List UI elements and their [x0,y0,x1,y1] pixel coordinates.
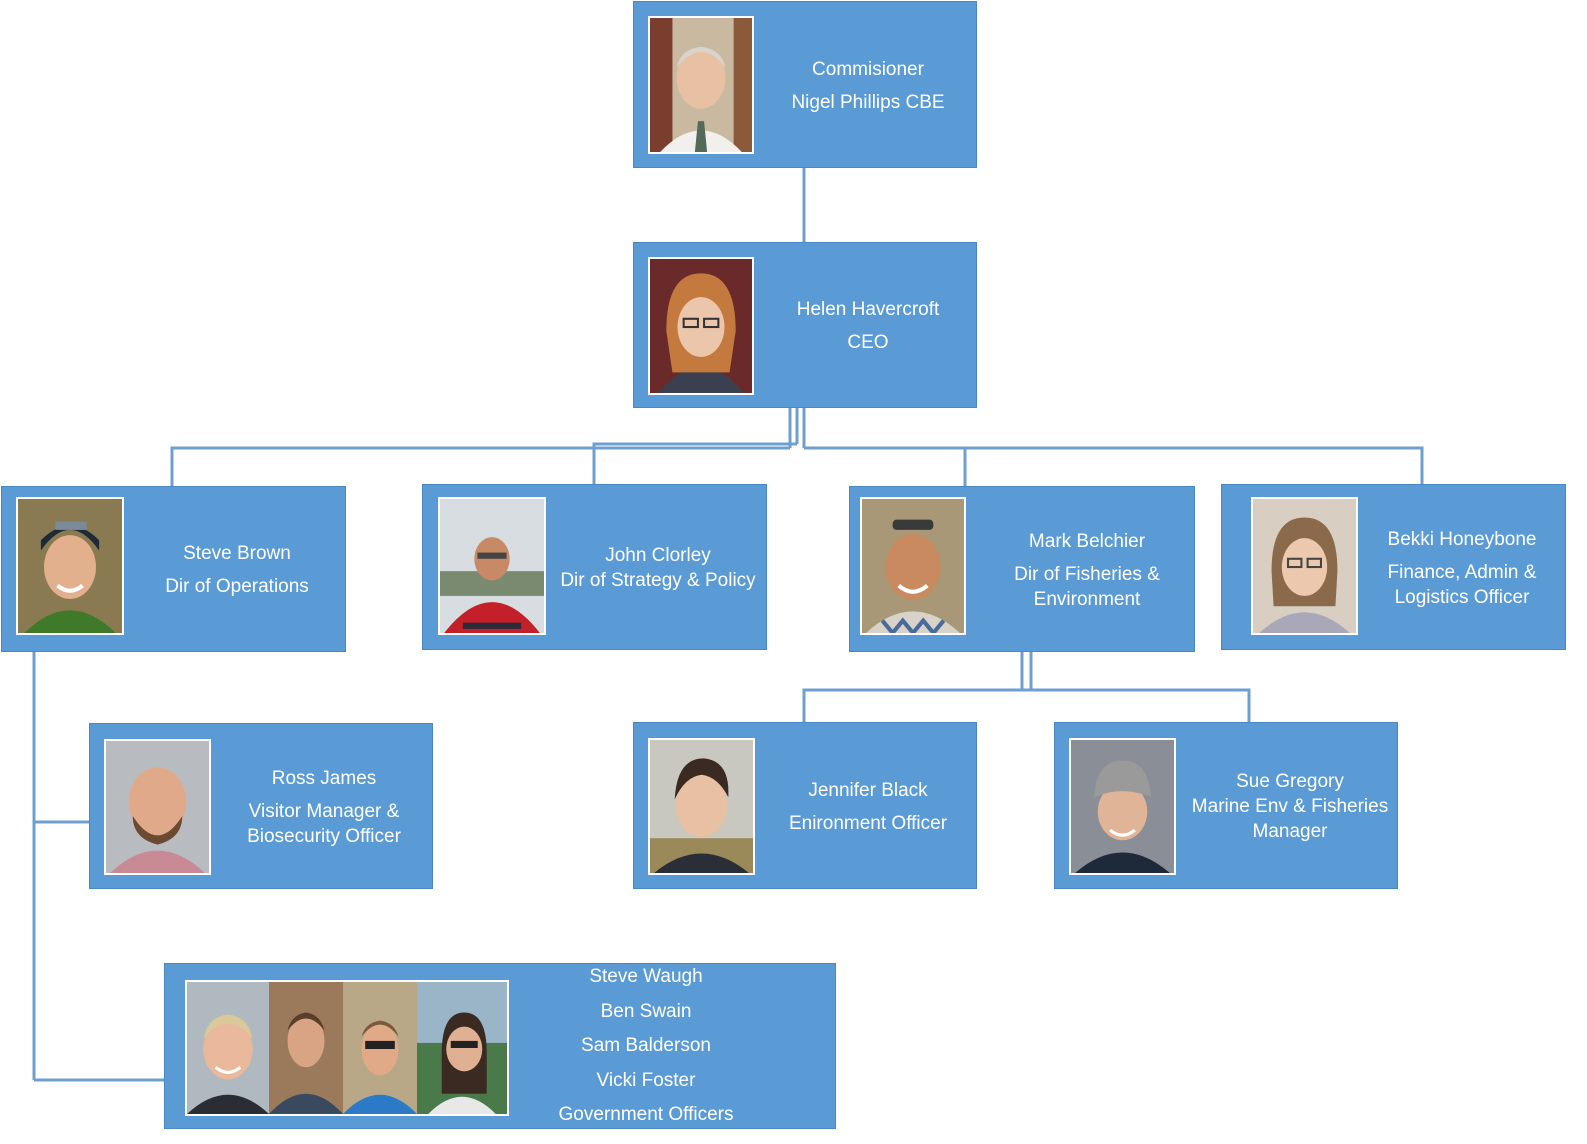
ross-james-title-line-2: Biosecurity Officer [247,825,401,847]
portrait-bekki-honeybone [1251,497,1358,635]
officer-name-2: Ben Swain [600,1000,692,1022]
jennifer-black-name: Jennifer Black [808,779,928,801]
bekki-honeybone-name: Bekki Honeybone [1387,528,1537,550]
node-ceo[interactable]: Helen Havercroft CEO [633,242,977,408]
sue-gregory-title-line-2: Manager [1252,821,1328,842]
portrait-steve-brown [16,497,124,635]
node-bekki-honeybone[interactable]: Bekki Honeybone Finance, Admin & Logisti… [1221,484,1566,650]
mark-belchier-name: Mark Belchier [1028,530,1146,552]
bekki-honeybone-label: Bekki Honeybone Finance, Admin & Logisti… [1362,485,1562,651]
ross-james-title-line-1: Visitor Manager & [248,800,400,822]
government-officers-title: Government Officers [558,1104,734,1125]
node-government-officers[interactable]: Steve Waugh Ben Swain Sam Balderson Vick… [164,963,836,1129]
ceo-label: Helen Havercroft CEO [768,243,968,409]
officer-name-1: Steve Waugh [589,966,703,987]
jennifer-black-title: Enironment Officer [788,812,948,834]
steve-brown-title: Dir of Operations [165,576,309,597]
ceo-name: Helen Havercroft [796,299,940,320]
node-sue-gregory[interactable]: Sue Gregory Marine Env & Fisheries Manag… [1054,722,1398,889]
portrait-john-clorley [438,497,546,635]
node-steve-brown[interactable]: Steve Brown Dir of Operations [1,486,346,652]
john-clorley-title: Dir of Strategy & Policy [560,570,756,591]
portrait-mark-belchier [860,497,966,635]
officer-name-3: Sam Balderson [581,1035,711,1056]
portrait-helen-havercroft [648,257,754,395]
portrait-vicki-foster [417,982,507,1114]
portrait-jennifer-black [648,738,755,875]
portrait-steve-waugh [187,982,269,1114]
commissioner-name: Nigel Phillips CBE [791,91,945,113]
node-john-clorley[interactable]: John Clorley Dir of Strategy & Policy [422,484,767,650]
government-officers-photo-strip [185,980,509,1116]
portrait-nigel-phillips [648,16,754,154]
sue-gregory-name: Sue Gregory [1236,771,1344,792]
bekki-honeybone-title-line-2: Logistics Officer [1394,586,1530,608]
sue-gregory-title-line-1: Marine Env & Fisheries [1191,796,1389,817]
mark-belchier-title-line-2: Environment [1033,588,1141,610]
mark-belchier-title-line-1: Dir of Fisheries & [1014,563,1160,585]
portrait-ben-swain [269,982,343,1114]
john-clorley-name: John Clorley [605,545,711,566]
portrait-sam-balderson [343,982,417,1114]
node-mark-belchier[interactable]: Mark Belchier Dir of Fisheries & Environ… [849,486,1195,652]
commissioner-title: Commisioner [812,58,924,80]
steve-brown-label: Steve Brown Dir of Operations [137,487,337,653]
node-commissioner[interactable]: Commisioner Nigel Phillips CBE [633,1,977,168]
ross-james-name: Ross James [271,767,377,789]
steve-brown-name: Steve Brown [183,543,291,564]
portrait-sue-gregory [1069,738,1176,875]
government-officers-label: Steve Waugh Ben Swain Sam Balderson Vick… [521,960,771,1133]
node-jennifer-black[interactable]: Jennifer Black Enironment Officer [633,722,977,889]
node-ross-james[interactable]: Ross James Visitor Manager & Biosecurity… [89,723,433,889]
officer-name-4: Vicki Foster [596,1069,696,1091]
commissioner-label: Commisioner Nigel Phillips CBE [768,2,968,169]
john-clorley-label: John Clorley Dir of Strategy & Policy [549,485,767,651]
ross-james-label: Ross James Visitor Manager & Biosecurity… [224,724,424,890]
ceo-title: CEO [847,332,889,353]
bekki-honeybone-title-line-1: Finance, Admin & [1387,561,1537,583]
jennifer-black-label: Jennifer Black Enironment Officer [768,723,968,890]
portrait-ross-james [104,739,211,875]
mark-belchier-label: Mark Belchier Dir of Fisheries & Environ… [978,487,1196,653]
sue-gregory-label: Sue Gregory Marine Env & Fisheries Manag… [1181,723,1399,890]
